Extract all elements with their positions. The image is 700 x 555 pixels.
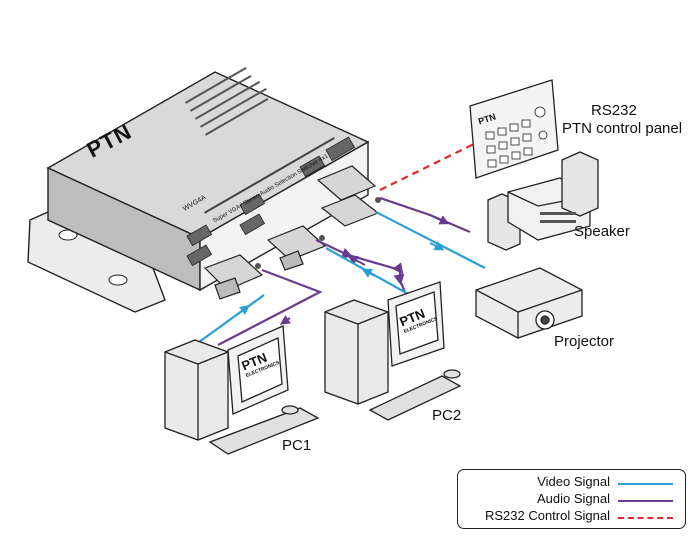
- speaker-label: Speaker: [574, 223, 630, 240]
- rs232-control-panel: [469, 79, 559, 179]
- audio-signal-lines: [217, 196, 471, 346]
- legend-audio-swatch: [618, 500, 673, 502]
- audio-plugs: [255, 197, 381, 269]
- legend-rs232: RS232 Control Signal: [458, 508, 685, 526]
- legend-video: Video Signal: [458, 474, 685, 492]
- legend-rs232-text: RS232 Control Signal: [484, 508, 610, 523]
- projector: [475, 267, 583, 339]
- projector-label: Projector: [554, 333, 615, 350]
- rs232-label-line1: RS232: [591, 102, 637, 119]
- pc2-workstation: [324, 281, 462, 421]
- pc2-label: PC2: [432, 407, 462, 424]
- legend-audio: Audio Signal: [458, 491, 685, 509]
- speaker-system: [487, 151, 599, 251]
- pc1-workstation: [164, 325, 320, 455]
- switcher-device: [27, 67, 370, 313]
- video-signal-lines: [194, 211, 486, 346]
- pc1-label: PC1: [282, 437, 312, 454]
- legend-video-text: Video Signal: [537, 474, 610, 489]
- vga-connectors: [203, 165, 380, 300]
- legend-audio-text: Audio Signal: [537, 491, 610, 506]
- legend-rs232-swatch: [618, 517, 673, 519]
- legend-box: Video Signal Audio Signal RS232 Control …: [457, 469, 686, 529]
- rs232-label-line2: PTN control panel: [562, 120, 683, 137]
- rs232-signal-line: [379, 141, 479, 191]
- legend-video-swatch: [618, 483, 673, 485]
